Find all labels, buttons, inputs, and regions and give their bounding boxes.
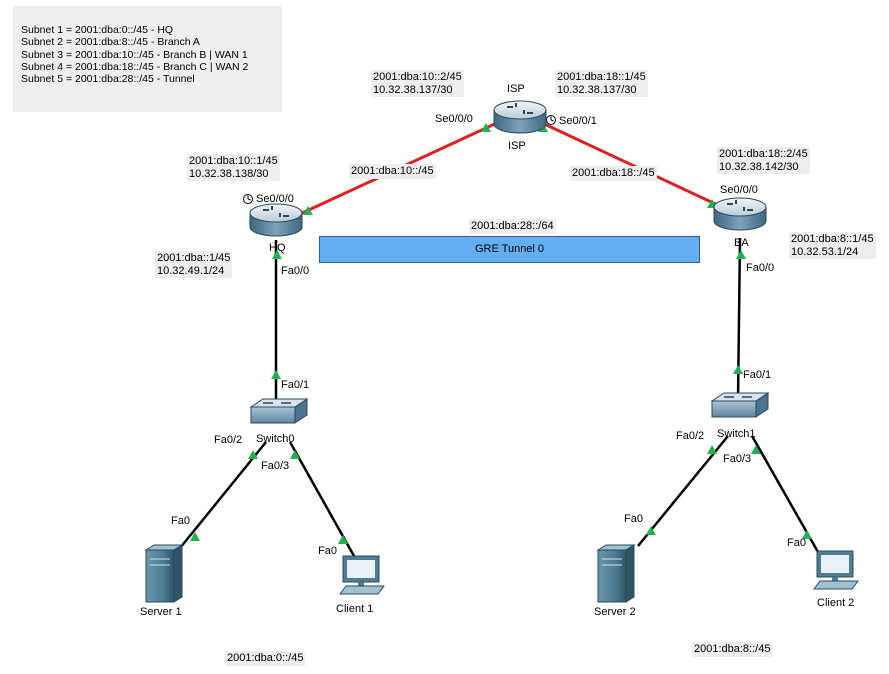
port-up-icon bbox=[272, 250, 282, 259]
address-box-ba-lan: 2001:dba:8::1/45 10.32.53.1/24 bbox=[789, 232, 876, 259]
port-up-icon bbox=[646, 526, 656, 535]
address-box-isp-left: 2001:dba:10::2/45 10.32.38.137/30 bbox=[371, 70, 464, 97]
port-up-icon bbox=[290, 450, 300, 459]
lan-network-label-hq: 2001:dba:0::/45 bbox=[225, 651, 306, 666]
note-line: Subnet 4 = 2001:dba:18::/45 - Branch C |… bbox=[21, 60, 249, 73]
port-up-icon bbox=[271, 370, 281, 379]
port-label: Fa0 bbox=[171, 515, 190, 527]
device-name-switch1: Switch1 bbox=[717, 428, 756, 440]
port-label: Fa0/0 bbox=[281, 265, 310, 277]
port-label: Se0/0/0 bbox=[720, 184, 758, 196]
wan-network-label-right: 2001:dba:18::/45 bbox=[570, 166, 657, 181]
wan-link-isp-ba[interactable] bbox=[539, 120, 725, 210]
device-name-server1: Server 1 bbox=[140, 606, 182, 618]
ipv6-address: 2001:dba::1/45 bbox=[157, 252, 231, 264]
port-label: Fa0/2 bbox=[214, 434, 243, 446]
address-box-hq-serial: 2001:dba:10::1/45 10.32.38.138/30 bbox=[187, 154, 280, 181]
ipv6-address: 2001:dba:10::2/45 bbox=[373, 71, 462, 83]
device-name-isp: ISP bbox=[508, 140, 526, 152]
note-line: Subnet 2 = 2001:dba:8::/45 - Branch A bbox=[21, 36, 200, 49]
pc-icon-client1[interactable] bbox=[339, 555, 385, 595]
device-name-server2: Server 2 bbox=[594, 606, 636, 618]
router-icon-hq[interactable] bbox=[249, 203, 303, 237]
port-up-icon bbox=[481, 123, 491, 132]
port-label: Se0/0/1 bbox=[559, 115, 597, 127]
address-box-isp-right: 2001:dba:18::1/45 10.32.38.137/30 bbox=[555, 70, 648, 97]
link-switch0-server1[interactable] bbox=[175, 441, 267, 554]
ipv4-address: 10.32.38.142/30 bbox=[719, 160, 799, 173]
port-up-icon bbox=[751, 445, 761, 454]
port-up-icon bbox=[303, 206, 313, 215]
device-name-client1: Client 1 bbox=[336, 603, 374, 615]
device-name-isp-top: ISP bbox=[507, 83, 525, 95]
port-label: Fa0 bbox=[318, 545, 337, 557]
note-line: Subnet 5 = 2001:dba:28::/45 - Tunnel bbox=[21, 73, 195, 86]
device-name-ba: BA bbox=[734, 237, 749, 249]
port-up-icon bbox=[802, 530, 812, 539]
ipv4-address: 10.32.38.138/30 bbox=[189, 167, 269, 180]
port-label: Fa0/3 bbox=[723, 453, 752, 465]
subnet-note: Subnet 1 = 2001:dba:0::/45 - HQ Subnet 2… bbox=[13, 6, 282, 112]
port-label: Se0/0/0 bbox=[256, 193, 294, 205]
router-icon-isp[interactable] bbox=[493, 100, 547, 134]
clock-icon bbox=[546, 115, 556, 125]
port-up-icon bbox=[190, 532, 200, 541]
ipv4-address: 10.32.38.137/30 bbox=[557, 83, 637, 96]
port-label: Fa0 bbox=[624, 513, 643, 525]
address-box-hq-lan: 2001:dba::1/45 10.32.49.1/24 bbox=[155, 251, 233, 278]
port-up-icon bbox=[707, 445, 717, 454]
link-switch1-server2[interactable] bbox=[637, 435, 729, 547]
ipv6-address: 2001:dba:10::1/45 bbox=[189, 155, 278, 167]
ipv4-address: 10.32.53.1/24 bbox=[791, 245, 859, 258]
device-name-hq: HQ bbox=[269, 242, 286, 254]
ipv6-address: 2001:dba:8::1/45 bbox=[791, 233, 874, 245]
device-name-switch0: Switch0 bbox=[256, 433, 295, 445]
tunnel-label: GRE Tunnel 0 bbox=[474, 243, 545, 255]
ipv4-address: 10.32.49.1/24 bbox=[157, 264, 225, 277]
port-up-icon bbox=[338, 535, 348, 544]
router-icon-ba[interactable] bbox=[713, 197, 767, 231]
switch-icon-switch1[interactable] bbox=[710, 392, 770, 418]
address-box-ba-serial: 2001:dba:18::2/45 10.32.38.142/30 bbox=[717, 147, 810, 174]
port-label: Fa0/2 bbox=[676, 430, 705, 442]
link-ba-switch1[interactable] bbox=[736, 237, 742, 401]
port-up-icon bbox=[733, 365, 743, 374]
tunnel-network-label: 2001:dba:28::/64 bbox=[469, 219, 556, 234]
ipv4-address: 10.32.38.137/30 bbox=[373, 83, 453, 96]
port-indicators bbox=[190, 123, 812, 544]
port-label: Se0/0/0 bbox=[435, 113, 473, 125]
clock-icon bbox=[243, 194, 253, 204]
port-label: Fa0/1 bbox=[743, 369, 772, 381]
port-up-icon bbox=[736, 250, 746, 259]
switch-icon-switch0[interactable] bbox=[249, 398, 309, 424]
wan-network-label-left: 2001:dba:10::/45 bbox=[349, 164, 436, 179]
note-line: Subnet 1 = 2001:dba:0::/45 - HQ bbox=[21, 24, 174, 36]
port-label: Fa0/3 bbox=[261, 460, 290, 472]
port-label: Fa0/0 bbox=[746, 262, 775, 274]
pc-icon-client2[interactable] bbox=[813, 550, 859, 590]
port-label: Fa0/1 bbox=[281, 379, 310, 391]
gre-tunnel-bar[interactable]: GRE Tunnel 0 bbox=[319, 236, 700, 263]
device-name-client2: Client 2 bbox=[817, 597, 855, 609]
server-icon-server2[interactable] bbox=[596, 544, 636, 603]
ipv6-address: 2001:dba:18::1/45 bbox=[557, 71, 646, 83]
server-icon-server1[interactable] bbox=[144, 544, 184, 603]
port-label: Fa0 bbox=[787, 537, 806, 549]
lan-network-label-ba: 2001:dba:8::/45 bbox=[692, 642, 773, 657]
note-line: Subnet 3 = 2001:dba:10::/45 - Branch B |… bbox=[21, 48, 248, 61]
ipv6-address: 2001:dba:18::2/45 bbox=[719, 148, 808, 160]
port-up-icon bbox=[248, 450, 258, 459]
